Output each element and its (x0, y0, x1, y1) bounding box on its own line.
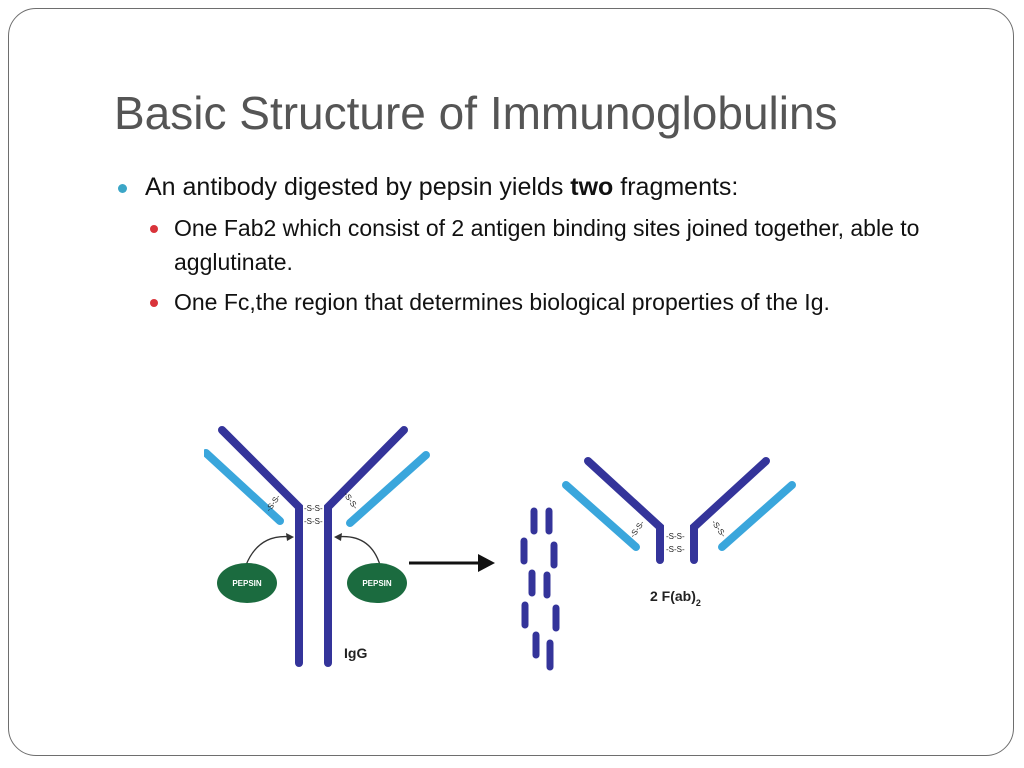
pepsin-right-arrow-icon (335, 535, 381, 566)
pepsin-right-arrowhead-icon (334, 533, 342, 541)
sub-bullet-dot-icon (150, 299, 158, 307)
pepsin-left-label: PEPSIN (232, 579, 262, 588)
fab2-heavy-chain-left (584, 457, 664, 564)
igg-molecule (202, 426, 430, 667)
fc-fragments (520, 507, 560, 671)
pepsin-right-ellipse (347, 563, 407, 603)
bullet-dot-icon (118, 184, 127, 193)
fab2-light-chain-left (562, 481, 640, 551)
reaction-arrow-icon (409, 554, 495, 572)
fab2-hinge-disulfide-2: -S-S- (666, 545, 685, 554)
fab2-label-main: 2 F(ab) (650, 588, 696, 604)
igg-heavy-chain-left (218, 426, 303, 667)
fab2-hinge-disulfide-1: -S-S- (666, 532, 685, 541)
pepsin-right-label: PEPSIN (362, 579, 392, 588)
fab2-light-chain-right (718, 481, 796, 551)
fab2-light-disulfide-right: -S-S- (710, 518, 728, 539)
pepsin-enzymes: PEPSIN PEPSIN (217, 533, 407, 603)
fab2-label: 2 F(ab)2 (650, 588, 701, 608)
igg-light-chain-left (202, 449, 284, 525)
igg-hinge-disulfide-1: -S-S- (304, 504, 323, 513)
pepsin-digestion-diagram: -S-S- -S-S- -S-S- -S-S- PEPSIN PEPSIN Ig… (202, 425, 796, 677)
slide-frame (8, 8, 1014, 756)
igg-light-disulfide-left: -S-S- (264, 493, 282, 514)
pepsin-left-ellipse (217, 563, 277, 603)
pepsin-left-arrow-icon (245, 535, 293, 566)
fab2-label-subscript: 2 (696, 598, 701, 608)
diagram-svg: -S-S- -S-S- -S-S- -S-S- PEPSIN PEPSIN Ig… (202, 426, 796, 671)
igg-light-chain-right (346, 451, 430, 527)
bullet-text-bold: two (570, 173, 614, 201)
igg-light-disulfide-right: -S-S- (342, 490, 360, 511)
sub-bullet-dot-icon (150, 225, 158, 233)
igg-heavy-chain-right (324, 426, 408, 667)
bullet-text-before: An antibody digested by pepsin yields (145, 173, 571, 201)
igg-label: IgG (344, 645, 367, 661)
fab2-disulfide-bonds: -S-S- -S-S- -S-S- -S-S- (628, 518, 728, 554)
fab2-fragment (562, 457, 796, 564)
igg-hinge-disulfide-2: -S-S- (304, 517, 323, 526)
sub-bullet-fab2-text: One Fab2 which consist of 2 antigen bind… (174, 215, 920, 275)
fab2-light-disulfide-left: -S-S- (628, 519, 646, 540)
sub-bullet-fc-text: One Fc,the region that determines biolog… (174, 289, 830, 315)
fab2-heavy-chain-right (690, 457, 770, 564)
bullet-text-after: fragments: (613, 173, 739, 201)
slide-title: Basic Structure of Immunoglobulins (114, 87, 838, 139)
bullet-main-text: An antibody digested by pepsin yields tw… (145, 170, 738, 204)
pepsin-left-arrowhead-icon (286, 533, 294, 541)
